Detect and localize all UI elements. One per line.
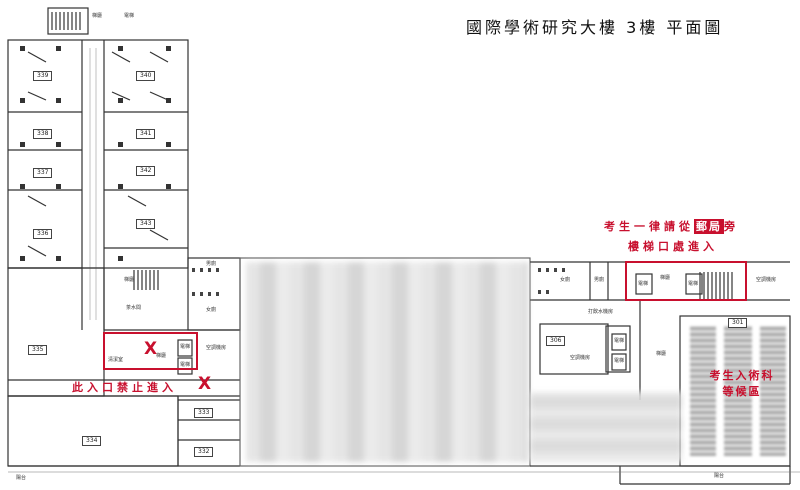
label-elevator-right-1: 電梯 [638, 281, 649, 287]
top-stair-outline [47, 7, 89, 35]
room-number-306: 306 [546, 336, 566, 346]
room-number-332: 332 [194, 447, 214, 457]
room-number-301: 301 [728, 318, 748, 328]
label-stairs-lower: 梯廳 [656, 351, 667, 357]
label-water-room: 打飲水機房 [588, 309, 614, 315]
seating-block-right [760, 326, 786, 456]
label-hvac-lower: 空調機房 [570, 355, 591, 361]
label-elevator-mid-2: 電梯 [180, 362, 191, 368]
label-mens-mid: 男廁 [206, 261, 217, 267]
room-number-334: 334 [82, 436, 102, 446]
label-womens-right: 女廁 [560, 277, 571, 283]
entry-instruction-line2: 樓梯口處進入 [628, 240, 718, 253]
room-335-outline [7, 267, 105, 397]
label-womens-mid: 女廁 [206, 307, 217, 313]
room-number-342: 342 [136, 166, 156, 176]
waiting-area-note: 考生入術科 等候區 [698, 368, 786, 400]
room-number-335: 335 [28, 345, 48, 355]
label-balcony-right: 陽台 [714, 473, 725, 479]
label-elevator-right-2: 電梯 [688, 281, 699, 287]
entry-instruction-post: 旁 [724, 220, 739, 233]
room-number-340: 340 [136, 71, 156, 81]
label-elevator-top: 電梯 [124, 13, 135, 19]
x-mark-stairs: X [144, 339, 158, 359]
room-number-337: 337 [33, 168, 53, 178]
blurred-region-center [246, 262, 528, 462]
label-stairs-top: 梯廳 [92, 13, 103, 19]
post-office-highlight: 郵局 [694, 219, 724, 234]
label-cleaning-room: 清潔室 [108, 357, 124, 363]
room-number-339: 339 [33, 71, 53, 81]
page-title: 國際學術研究大樓 3樓 平面圖 [466, 18, 724, 37]
blurred-region-lower-right [530, 392, 682, 462]
seating-block-middle [724, 326, 752, 456]
waiting-area-line2: 等候區 [722, 385, 762, 398]
entry-highlight-box [625, 261, 747, 301]
no-entry-highlight-box [103, 332, 198, 370]
label-stairs-right: 梯廳 [660, 275, 671, 281]
room-number-343: 343 [136, 219, 156, 229]
no-entry-note: 此入口禁止進入 [72, 381, 177, 394]
room-number-336: 336 [33, 229, 53, 239]
label-tea-room: 茶水間 [126, 305, 142, 311]
label-elevator-lower-1: 電梯 [614, 338, 625, 344]
label-elevator-mid-1: 電梯 [180, 344, 191, 350]
seating-block-left [690, 326, 716, 456]
label-stairs-mid: 梯廳 [124, 277, 135, 283]
room-number-338: 338 [33, 129, 53, 139]
label-stairs-no-entry: 梯廳 [156, 353, 167, 359]
entry-instruction-line1: 考生一律請從郵局旁 [604, 218, 739, 234]
room-334-outline [7, 395, 179, 467]
label-elevator-lower-2: 電梯 [614, 358, 625, 364]
room-number-333: 333 [194, 408, 214, 418]
label-hvac-mid: 空調機房 [206, 345, 227, 351]
entry-instruction-pre: 考生一律請從 [604, 220, 694, 233]
walls [7, 7, 800, 485]
label-hvac-right: 空調機房 [756, 277, 777, 283]
waiting-area-line1: 考生入術科 [709, 369, 775, 382]
room-number-341: 341 [136, 129, 156, 139]
x-mark-entrance: X [198, 374, 212, 394]
label-mens-right: 男廁 [594, 277, 605, 283]
label-balcony-left: 陽台 [16, 475, 27, 481]
toilet-fixtures [192, 268, 565, 296]
